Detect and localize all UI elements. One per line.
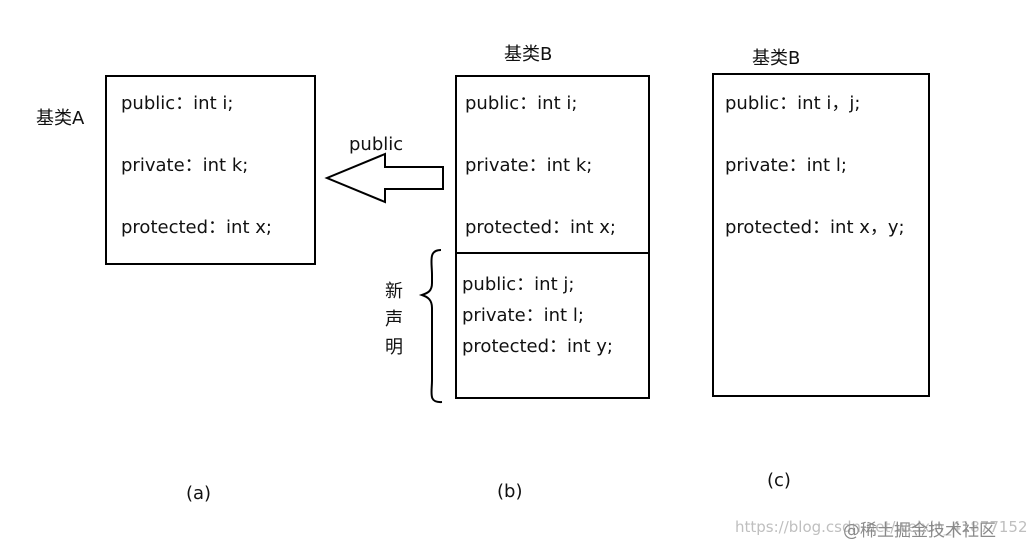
panel-b-new-line-1: public：int j;: [462, 274, 575, 295]
panel-a-line-2: private：int k;: [121, 155, 249, 176]
watermark-url: https://blog.csdn.net/weixin_41877152: [735, 518, 1028, 536]
panel-b-new-line-3: protected：int y;: [462, 336, 613, 357]
panel-c-line-3: protected：int x，y;: [725, 217, 905, 238]
panel-b-box: public：int i; private：int k; protected：i…: [455, 75, 650, 399]
panel-c-box: public：int i，j; private：int l; protected…: [712, 73, 930, 397]
panel-c-caption: (c): [767, 470, 791, 491]
panel-b-title: 基类B: [504, 44, 553, 65]
panel-b-line-1: public：int i;: [465, 93, 578, 114]
panel-c-title: 基类B: [752, 48, 801, 69]
panel-a-line-3: protected：int x;: [121, 217, 272, 238]
panel-a-line-1: public：int i;: [121, 93, 234, 114]
panel-b-divider: [457, 252, 648, 254]
panel-b-new-line-2: private：int l;: [462, 305, 584, 326]
brace-label-char-2: 声: [385, 309, 403, 330]
inheritance-arrow: [324, 152, 444, 204]
panel-b-line-2: private：int k;: [465, 155, 593, 176]
panel-b-caption: (b): [497, 481, 523, 502]
new-declaration-brace: [418, 249, 443, 404]
panel-a-title: 基类A: [36, 108, 85, 129]
panel-a-caption: (a): [186, 483, 212, 504]
panel-b-line-3: protected：int x;: [465, 217, 616, 238]
panel-c-line-1: public：int i，j;: [725, 93, 861, 114]
panel-c-line-2: private：int l;: [725, 155, 847, 176]
arrow-label: public: [349, 134, 404, 155]
brace-label: 新 声 明: [382, 278, 406, 362]
brace-label-char-1: 新: [385, 281, 403, 302]
panel-a-box: public：int i; private：int k; protected：i…: [105, 75, 316, 265]
watermark-site: @稀土掘金技术社区: [843, 521, 996, 541]
brace-label-char-3: 明: [385, 337, 403, 358]
